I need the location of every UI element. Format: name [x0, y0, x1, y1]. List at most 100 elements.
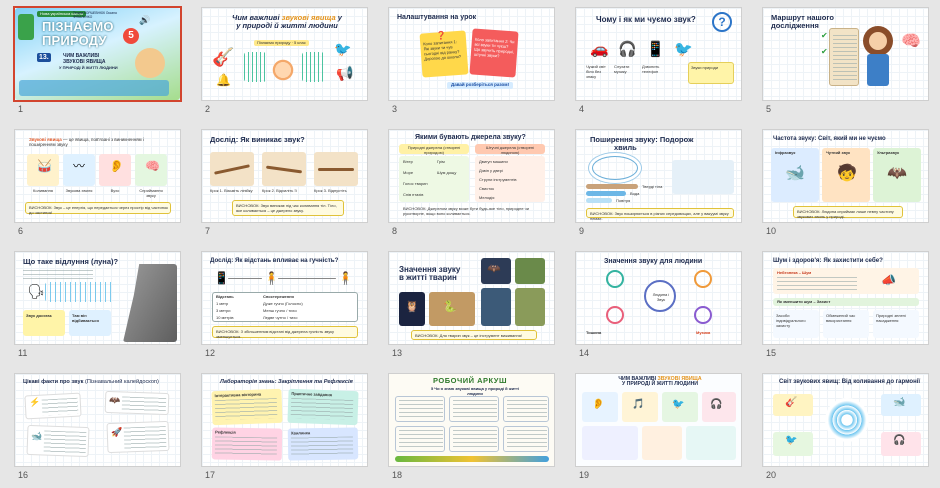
ear-icon: 👂 — [592, 399, 605, 410]
table-cell: 3 метри — [216, 308, 231, 313]
slide-thumbnail-16[interactable]: Цікаві факти про звук (Пізнавальний кале… — [14, 373, 181, 467]
slide-14-label-silence: Тишина — [586, 330, 602, 335]
slide-12-table-header-1: Відстань — [216, 294, 234, 299]
slide-8-header-natural-text: Природні джерела (створені природою) — [407, 145, 461, 155]
slide-17-card-quiz: Інтерактивна вікторина — [211, 388, 283, 426]
slide-13-conclusion: ВИСНОВОК: Для тварин звук – це інструмен… — [415, 333, 522, 338]
slide-slot-2[interactable]: Чим важливі звукові явища у у природі й … — [187, 0, 370, 122]
slide-thumbnail-6[interactable]: Звукові явища — це явища, пов'язані з ви… — [14, 129, 181, 223]
slide-slot-13[interactable]: Значення звуку в житті тварин 🦇 🦉 🐍 ВИСН… — [374, 244, 557, 366]
slide-thumbnail-17[interactable]: Лабораторія знань: Закріплення та Рефлек… — [201, 373, 368, 467]
slide-6-conclusion: ВИСНОВОК: Звук – це енергія, що передаєт… — [29, 205, 168, 215]
slide-18-section-2 — [449, 396, 499, 422]
slide-6-card-1 — [27, 154, 59, 186]
slide-thumbnail-3[interactable]: Налаштування на урок Коло запитання 1: Я… — [388, 7, 555, 101]
slide-4-caption-3: Дзвонить телефон — [642, 64, 660, 74]
slide-11-note-2: Там він відбивається — [69, 310, 111, 336]
slide-thumbnail-11[interactable]: Що таке відлуння (луна)? 🗣 Звук досягає … — [14, 251, 181, 345]
slide-number-5: 5 — [766, 104, 772, 114]
slide-6-card-3 — [99, 154, 131, 186]
slide-thumbnail-18[interactable]: РОБОЧИЙ АРКУШ 5 Чи я знаю звукові явища … — [388, 373, 555, 467]
slide-thumbnail-19[interactable]: ЧИМ ВАЖЛИВІ ЗВУКОВІ ЯВИЩА У ПРИРОДІ Й ЖИ… — [575, 373, 742, 467]
slide-number-1: 1 — [18, 104, 24, 114]
slide-9-caption-1: Тверді тіла — [642, 184, 663, 189]
slide-thumbnail-20[interactable]: Світ звукових явищ: Від коливання до гар… — [762, 373, 929, 467]
slide-15-card-1-text: Засоби індивідуального захисту — [776, 313, 806, 328]
slide-slot-19[interactable]: ЧИМ ВАЖЛИВІ ЗВУКОВІ ЯВИЩА У ПРИРОДІ Й ЖИ… — [561, 366, 744, 488]
slide-thumbnail-2[interactable]: Чим важливі звукові явища у у природі й … — [201, 7, 368, 101]
slide-16-title-1: Цікаві факти про звук — [23, 379, 84, 385]
slide-slot-12[interactable]: Дослід: Як відстань впливає на гучність?… — [187, 244, 370, 366]
slide-slot-14[interactable]: Значення звуку для людини Людина і Звук … — [561, 244, 744, 366]
slide-20-card-3 — [773, 432, 813, 456]
music-icon: 🎵 — [632, 399, 645, 410]
slide-number-7: 7 — [205, 226, 211, 236]
whale-icon: 🐋 — [893, 397, 906, 408]
slide-5-girl-body — [867, 54, 889, 86]
wave-icon: 〰 — [73, 159, 86, 173]
slide-number-12: 12 — [205, 348, 216, 358]
phone-icon: 📱 — [214, 271, 229, 285]
slide-number-8: 8 — [392, 226, 398, 236]
slide-thumbnail-14[interactable]: Значення звуку для людини Людина і Звук … — [575, 251, 742, 345]
slide-8-natural-list: Вітер Грім Море Шум дощу Голос тварин Сп… — [399, 156, 469, 202]
slide-thumbnail-10[interactable]: Частота звуку: Світ, який ми не чуємо Ін… — [762, 129, 929, 223]
slide-thumbnail-12[interactable]: Дослід: Як відстань впливає на гучність?… — [201, 251, 368, 345]
whale-icon: 🐋 — [785, 165, 805, 182]
slide-5-title-1: Маршрут нашого — [771, 13, 834, 22]
person-icon: 🧍 — [338, 271, 353, 285]
slide-20-card-4 — [881, 432, 921, 456]
slide-19-title-2: У ПРИРОДІ Й ЖИТТІ ЛЮДИНИ — [621, 381, 699, 388]
slide-thumbnail-1[interactable]: Нова українська школа Тетяна КОРШЕВНЮК О… — [13, 6, 182, 102]
slide-13-photo-rabbit — [515, 258, 545, 284]
slide-8-natural-item: Спів птахів — [403, 192, 424, 197]
checkmark-icon: ✔ — [821, 31, 828, 40]
slide-thumbnail-15[interactable]: Шум і здоров'я: Як захистити себе? Небез… — [762, 251, 929, 345]
slide-slot-3[interactable]: Налаштування на урок Коло запитання 1: Я… — [374, 0, 557, 122]
slide-17-card-task: Практичне завдання — [287, 388, 359, 426]
slide-14-node-4 — [694, 306, 712, 324]
slide-1-grade-badge: 5 — [123, 28, 139, 44]
slide-slot-6[interactable]: Звукові явища — це явища, пов'язані з ви… — [0, 122, 183, 244]
slide-number-6: 6 — [18, 226, 24, 236]
slide-19-title-1: ЧИМ ВАЖЛИВІ — [618, 376, 657, 382]
megaphone-icon: 📢 — [336, 65, 354, 81]
slide-18-section-5 — [449, 426, 499, 452]
slide-thumbnail-4[interactable]: Чому і як ми чуємо звук? ? 🚗 🎧 📱 🐦 Чужий… — [575, 7, 742, 101]
slide-thumbnail-8[interactable]: Якими бувають джерела звуку? Природні дж… — [388, 129, 555, 223]
slide-slot-10[interactable]: Частота звуку: Світ, який ми не чуємо Ін… — [748, 122, 931, 244]
slide-15-title: Шум і здоров'я: Як захистити себе? — [773, 257, 883, 264]
slide-number-19: 19 — [579, 470, 590, 480]
slide-2-title-part-3: у природі й житті людини — [236, 20, 338, 30]
slide-slot-15[interactable]: Шум і здоров'я: Як захистити себе? Небез… — [748, 244, 931, 366]
slide-6-card-2 — [63, 154, 95, 186]
slide-slot-7[interactable]: Дослід: Як виникає звук? Крок 1. Візьміт… — [187, 122, 370, 244]
slide-slot-16[interactable]: Цікаві факти про звук (Пізнавальний кале… — [0, 366, 183, 488]
slide-thumbnail-9[interactable]: Поширення звуку: Подорож хвиль Тверді ті… — [575, 129, 742, 223]
slide-15-danger-label: Небезпека – Шум — [777, 270, 812, 275]
slide-slot-8[interactable]: Якими бувають джерела звуку? Природні дж… — [374, 122, 557, 244]
slide-slot-17[interactable]: Лабораторія знань: Закріплення та Рефлек… — [187, 366, 370, 488]
bird-icon: 🐦 — [674, 41, 693, 58]
slide-thumbnail-5[interactable]: Маршрут нашого дослідження ✔ ✔ 🧠 — [762, 7, 929, 101]
slide-15-protect-label: Як зменшити шум – Захист — [777, 299, 831, 304]
slide-slot-18[interactable]: РОБОЧИЙ АРКУШ 5 Чи я знаю звукові явища … — [374, 366, 557, 488]
slide-1-girl-image — [135, 48, 165, 78]
slide-16-fact-4 — [106, 420, 170, 454]
slide-slot-20[interactable]: Світ звукових явищ: Від коливання до гар… — [748, 366, 931, 488]
slide-slot-9[interactable]: Поширення звуку: Подорож хвиль Тверді ті… — [561, 122, 744, 244]
phone-icon: 📱 — [646, 41, 665, 58]
slide-slot-4[interactable]: Чому і як ми чуємо звук? ? 🚗 🎧 📱 🐦 Чужий… — [561, 0, 744, 122]
slide-thumbnail-13[interactable]: Значення звуку в житті тварин 🦇 🦉 🐍 ВИСН… — [388, 251, 555, 345]
slide-thumbnail-7[interactable]: Дослід: Як виникає звук? Крок 1. Візьміт… — [201, 129, 368, 223]
slide-9-title-2: хвиль — [614, 142, 637, 152]
slide-slot-1[interactable]: Нова українська школа Тетяна КОРШЕВНЮК О… — [0, 0, 183, 122]
slide-number-9: 9 — [579, 226, 585, 236]
slide-slot-11[interactable]: Що таке відлуння (луна)? 🗣 Звук досягає … — [0, 244, 183, 366]
slide-14-label-music: Музика — [696, 330, 711, 335]
slide-19-block-6 — [642, 426, 682, 460]
slide-slot-5[interactable]: Маршрут нашого дослідження ✔ ✔ 🧠 5 — [748, 0, 931, 122]
slide-9-caption-3: Повітря — [616, 198, 631, 203]
slide-19-block-4 — [702, 392, 736, 422]
bat-icon: 🦇 — [487, 263, 501, 275]
